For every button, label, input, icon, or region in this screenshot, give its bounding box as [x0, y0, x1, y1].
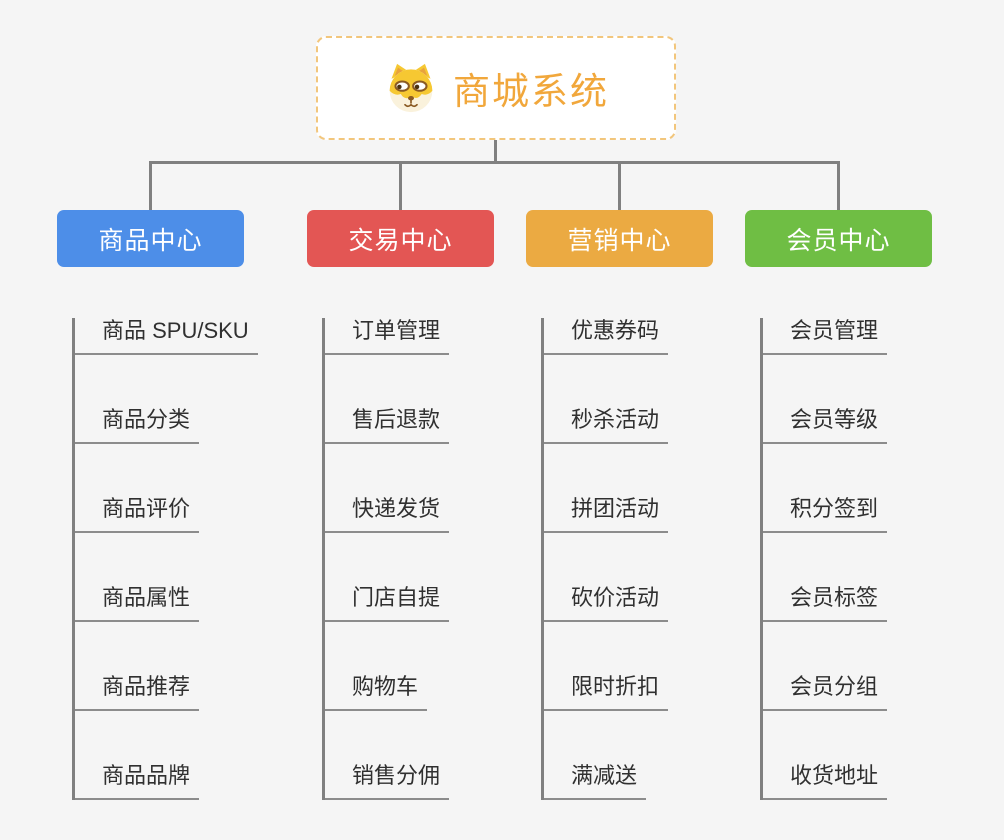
leaf-node[interactable]: 商品属性 [75, 585, 200, 622]
leaf-node[interactable]: 会员标签 [763, 585, 888, 622]
connector-drop-3 [618, 161, 621, 210]
leaf-node[interactable]: 商品评价 [75, 496, 200, 533]
leaf-node[interactable]: 优惠券码 [544, 318, 669, 355]
branch-children: 优惠券码秒杀活动拼团活动砍价活动限时折扣满减送 [541, 318, 726, 800]
branch-label: 会员中心 [786, 226, 891, 255]
leaf-node[interactable]: 商品分类 [75, 407, 200, 444]
leaf-node[interactable]: 商品推荐 [75, 674, 200, 711]
leaf-node[interactable]: 限时折扣 [544, 674, 669, 711]
leaf-node[interactable]: 门店自提 [325, 585, 450, 622]
leaf-node[interactable]: 商品品牌 [75, 763, 200, 800]
branch-1: 交易中心 订单管理售后退款快递发货门店自提购物车销售分佣 [307, 210, 507, 800]
branch-children: 订单管理售后退款快递发货门店自提购物车销售分佣 [322, 318, 507, 800]
branch-2: 营销中心 优惠券码秒杀活动拼团活动砍价活动限时折扣满减送 [526, 210, 726, 800]
root-node[interactable]: 商城系统 [316, 36, 676, 140]
branch-children: 会员管理会员等级积分签到会员标签会员分组收货地址 [760, 318, 945, 800]
leaf-node[interactable]: 满减送 [544, 763, 647, 800]
leaf-node[interactable]: 会员管理 [763, 318, 888, 355]
leaf-node[interactable]: 拼团活动 [544, 496, 669, 533]
leaf-node[interactable]: 会员分组 [763, 674, 888, 711]
branch-children: 商品 SPU/SKU 商品分类商品评价商品属性商品推荐商品品牌 [72, 318, 258, 800]
leaf-node[interactable]: 订单管理 [325, 318, 450, 355]
branch-3: 会员中心 会员管理会员等级积分签到会员标签会员分组收货地址 [745, 210, 945, 800]
branch-label: 商品中心 [98, 226, 203, 255]
branch-header-3[interactable]: 会员中心 [745, 210, 932, 267]
connector-horizontal-bar [149, 161, 840, 164]
leaf-node[interactable]: 秒杀活动 [544, 407, 669, 444]
root-title: 商城系统 [453, 71, 609, 112]
leaf-node[interactable]: 积分签到 [763, 496, 888, 533]
doge-icon [383, 62, 439, 114]
branch-0: 商品中心 商品 SPU/SKU 商品分类商品评价商品属性商品推荐商品品牌 [57, 210, 258, 800]
connector-root-trunk [494, 140, 497, 164]
connector-drop-4 [837, 161, 840, 210]
branch-header-2[interactable]: 营销中心 [526, 210, 713, 267]
connector-drop-1 [149, 161, 152, 210]
leaf-node[interactable]: 快递发货 [325, 496, 450, 533]
branch-header-1[interactable]: 交易中心 [307, 210, 494, 267]
leaf-node[interactable]: 收货地址 [763, 763, 888, 800]
leaf-node[interactable]: 商品 SPU/SKU [75, 318, 258, 355]
leaf-node[interactable]: 售后退款 [325, 407, 450, 444]
leaf-node[interactable]: 砍价活动 [544, 585, 669, 622]
leaf-node[interactable]: 购物车 [325, 674, 428, 711]
connector-drop-2 [399, 161, 402, 210]
branch-label: 营销中心 [567, 226, 672, 255]
leaf-node[interactable]: 会员等级 [763, 407, 888, 444]
branch-header-0[interactable]: 商品中心 [57, 210, 244, 267]
branch-label: 交易中心 [348, 226, 453, 255]
leaf-node[interactable]: 销售分佣 [325, 763, 450, 800]
